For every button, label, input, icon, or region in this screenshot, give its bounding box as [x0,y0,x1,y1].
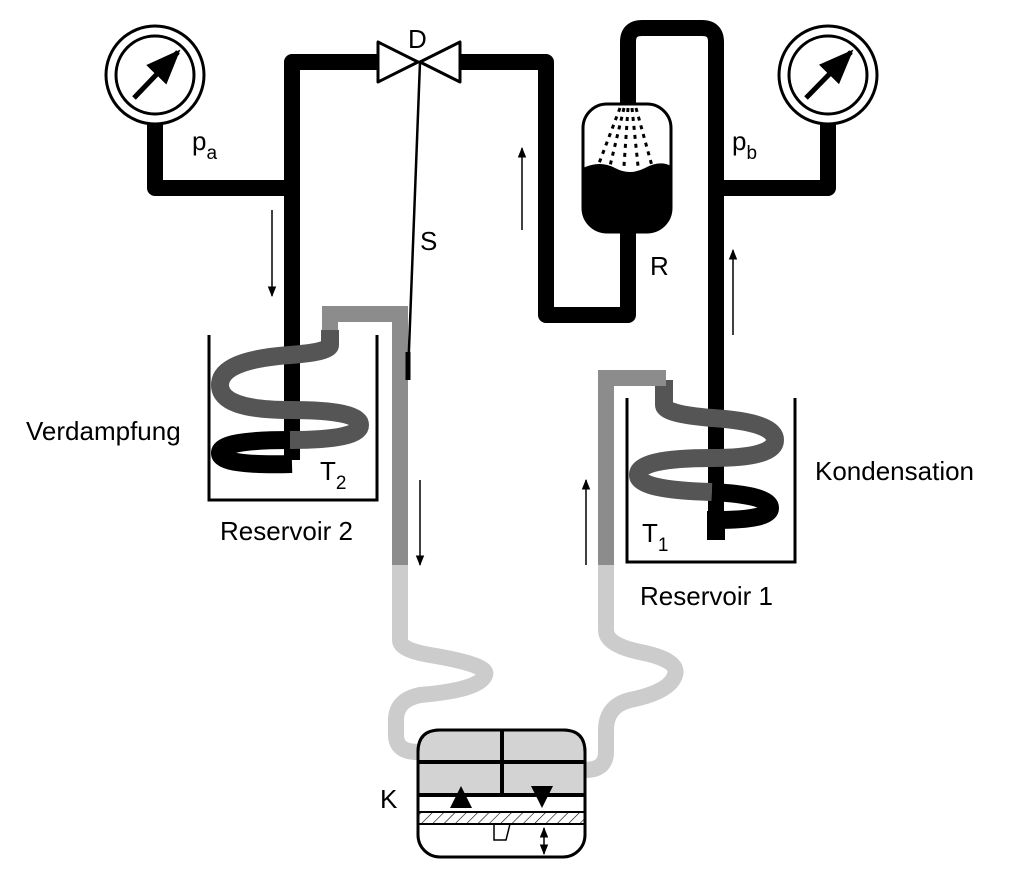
expansion-valve [376,40,462,84]
label-temp-1-sub: 1 [658,535,669,556]
label-evaporation: Verdampfung [26,416,181,446]
valve-rod [406,61,422,376]
compressor [416,728,587,859]
right-gauge-pipe [716,115,836,196]
label-pressure-a-sub: a [206,143,217,164]
label-pressure-a-base: p [192,126,206,156]
label-valve-d: D [408,24,427,54]
label-receiver-r: R [650,251,669,281]
flow-arrows [267,146,738,567]
dark-pipework [147,20,836,540]
reservoir-1-container [625,398,797,564]
flexible-hoses [388,565,684,778]
label-temp-2-base: T [320,456,336,486]
top-loop-pipe [620,20,724,540]
inlet-valve-icon [450,786,472,808]
left-hose [388,565,494,760]
valve-right-pipe [460,54,636,323]
pressure-gauge-b [777,24,879,126]
receiver-vessel [581,102,673,234]
label-temp-1-base: T [642,518,658,548]
reservoir-2-container [207,335,379,502]
outlet-valve-icon [531,786,553,808]
label-reservoir-1: Reservoir 1 [640,581,773,611]
label-pressure-b-sub: b [746,143,757,164]
label-temp-2-sub: 2 [336,473,347,494]
label-pressure-b: pb [732,126,757,164]
condenser-inlet-gray [598,370,666,580]
label-reservoir-2: Reservoir 2 [220,516,353,546]
pressure-gauge-a [104,24,206,126]
label-rod-s: S [420,226,437,256]
evaporator-inlet-gray [322,306,400,330]
condenser-coil [628,380,785,540]
right-hose [584,565,684,778]
piston-rod [493,823,511,841]
label-condensation: Kondensation [815,456,974,486]
evaporator-coil [210,330,370,474]
label-pressure-b-base: p [732,126,746,156]
label-temp-1: T1 [642,518,668,556]
left-riser-pipe [284,54,378,460]
label-temp-2: T2 [320,456,346,494]
spray-lines [596,107,654,167]
gauge-needle-b [804,49,854,100]
label-pressure-a: pa [192,126,217,164]
gauge-needle-a [132,49,181,100]
piston [417,811,586,825]
left-gauge-pipe [147,115,292,196]
label-compressor-k: K [380,784,398,814]
